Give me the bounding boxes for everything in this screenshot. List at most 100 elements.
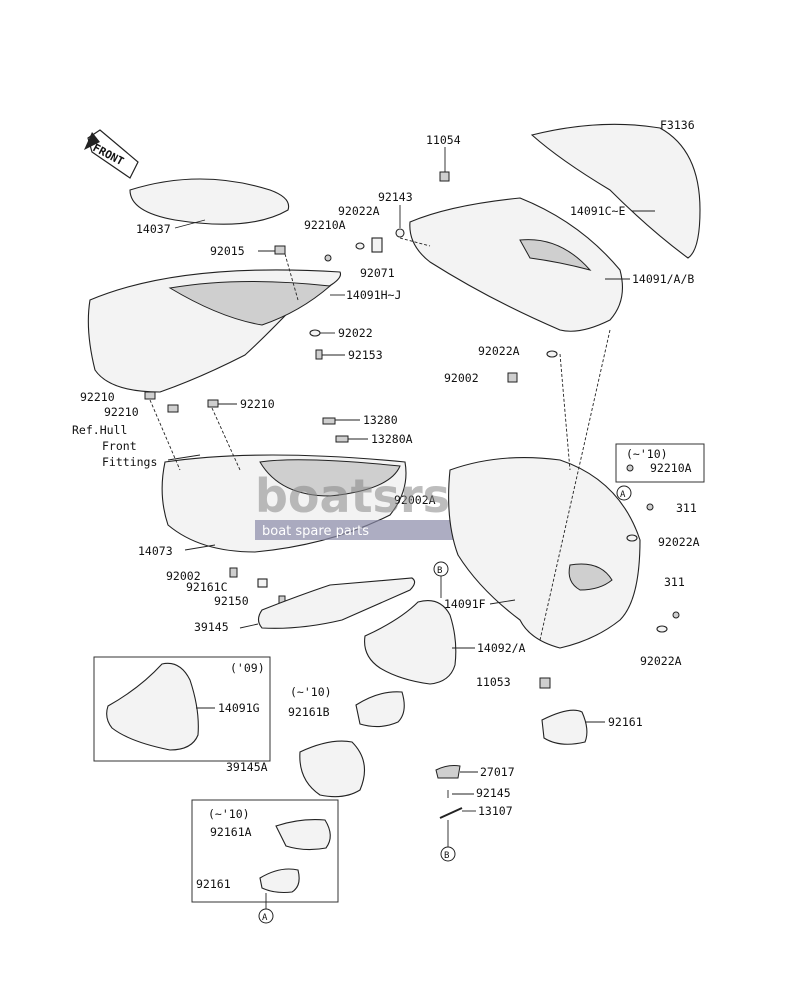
part-92071-shape bbox=[371, 237, 383, 253]
part-92161-shape bbox=[541, 709, 588, 745]
part-14091f-shape bbox=[448, 457, 641, 649]
label-92161: 92161 bbox=[608, 715, 643, 729]
part-92210-a-shape bbox=[144, 391, 156, 400]
label-14091ce: 14091C~E bbox=[570, 204, 625, 218]
part-92143-shape bbox=[395, 228, 405, 238]
part-92022a-mid-shape bbox=[546, 350, 558, 358]
part-311-a-shape bbox=[646, 503, 654, 511]
ref-circle-a-top bbox=[616, 485, 632, 501]
ref-hull-line3: Fittings bbox=[102, 455, 157, 469]
part-92161a-shape bbox=[275, 819, 331, 851]
part-39145-shape bbox=[257, 577, 416, 629]
part-92022a-top-shape bbox=[355, 242, 365, 250]
part-92210a-box-shape bbox=[626, 464, 634, 472]
front-arrow: FRONT bbox=[84, 129, 139, 179]
part-13280-shape bbox=[322, 417, 336, 425]
part-92002-low-shape bbox=[229, 567, 238, 578]
part-92161c-shape bbox=[257, 578, 268, 588]
label-92161a: 92161A bbox=[210, 825, 252, 839]
note-92161b: (~'10) bbox=[290, 685, 332, 699]
part-92210a-top-shape bbox=[324, 254, 332, 262]
label-92015: 92015 bbox=[210, 244, 245, 258]
part-311-b-shape bbox=[672, 611, 680, 619]
part-14091ce-shape bbox=[530, 123, 701, 259]
watermark-tagline: boat spare parts bbox=[262, 524, 369, 539]
part-14037-shape bbox=[129, 178, 290, 225]
part-14091f-port bbox=[568, 563, 613, 591]
label-311-a: 311 bbox=[676, 501, 697, 515]
part-27017-shape bbox=[435, 765, 461, 779]
label-92002-low: 92002 bbox=[166, 569, 201, 583]
part-92161b-shape bbox=[355, 691, 405, 728]
label-14091hj: 14091H~J bbox=[346, 288, 401, 302]
label-14037: 14037 bbox=[136, 222, 171, 236]
label-311-b: 311 bbox=[664, 575, 685, 589]
label-14073: 14073 bbox=[138, 544, 173, 558]
label-92150: 92150 bbox=[214, 594, 249, 608]
label-13280: 13280 bbox=[363, 413, 398, 427]
ref-hull-line1: Ref.Hull bbox=[72, 423, 127, 437]
part-92022a-r1-shape bbox=[626, 534, 638, 542]
label-92022a-top: 92022A bbox=[338, 204, 380, 218]
label-92022a-mid: 92022A bbox=[478, 344, 520, 358]
part-13280a-shape bbox=[335, 435, 349, 443]
part-39145a-shape bbox=[299, 740, 366, 798]
label-92161-low: 92161 bbox=[196, 877, 231, 891]
ref-b-bottom-label: B bbox=[444, 851, 449, 861]
label-92143: 92143 bbox=[378, 190, 413, 204]
watermark-brand: boatsrs bbox=[255, 469, 450, 523]
note-box-09 bbox=[93, 656, 271, 762]
label-11054: 11054 bbox=[426, 133, 461, 147]
label-92161c: 92161C bbox=[186, 580, 228, 594]
label-13107: 13107 bbox=[478, 804, 513, 818]
note-box-10 bbox=[615, 443, 705, 483]
part-11054-shape bbox=[439, 171, 450, 182]
part-92002-shape bbox=[507, 372, 518, 383]
label-14091g: 14091G bbox=[218, 701, 260, 715]
ref-circle-b-bottom bbox=[440, 846, 456, 862]
part-92210-b-shape bbox=[167, 404, 179, 413]
figure-code: F3136 bbox=[660, 118, 695, 132]
ref-a-bottom-label: A bbox=[262, 913, 268, 923]
label-92210a-box: 92210A bbox=[650, 461, 692, 475]
label-14092a: 14092/A bbox=[477, 641, 526, 655]
label-92022a-r2: 92022A bbox=[640, 654, 682, 668]
label-92002a: 92002A bbox=[394, 493, 436, 507]
label-39145a: 39145A bbox=[226, 760, 268, 774]
label-27017: 27017 bbox=[480, 765, 515, 779]
note-box-10-text: (~'10) bbox=[626, 447, 668, 461]
ref-a-top-label: A bbox=[620, 490, 626, 500]
part-92210-c-shape bbox=[207, 399, 219, 408]
part-14092a-shape bbox=[364, 600, 457, 685]
note-box-09-text: ('09) bbox=[230, 661, 265, 675]
label-92153: 92153 bbox=[348, 348, 383, 362]
part-92015-shape bbox=[274, 245, 286, 255]
part-92161-low-shape bbox=[259, 868, 300, 894]
part-92022-shape bbox=[309, 329, 321, 337]
label-92210-c: 92210 bbox=[240, 397, 275, 411]
label-92022a-r1: 92022A bbox=[658, 535, 700, 549]
part-14091hj-inner bbox=[168, 280, 332, 326]
label-92210-b: 92210 bbox=[104, 405, 139, 419]
label-92161b: 92161B bbox=[288, 705, 330, 719]
part-92022a-r2-shape bbox=[656, 625, 668, 633]
label-92071: 92071 bbox=[360, 266, 395, 280]
label-14091f: 14091F bbox=[444, 597, 486, 611]
ref-circle-a-bottom bbox=[258, 908, 274, 924]
part-14091ab-shape bbox=[409, 197, 623, 332]
ref-b-top-label: B bbox=[437, 566, 442, 576]
label-14091ab: 14091/A/B bbox=[632, 272, 694, 286]
part-14091g-shape bbox=[106, 662, 199, 751]
part-11053-shape bbox=[539, 677, 551, 689]
note-92161a: (~'10) bbox=[208, 807, 250, 821]
label-13280a: 13280A bbox=[371, 432, 413, 446]
label-92145: 92145 bbox=[476, 786, 511, 800]
label-92210-a: 92210 bbox=[80, 390, 115, 404]
part-92153-shape bbox=[315, 349, 323, 360]
label-11053: 11053 bbox=[476, 675, 511, 689]
label-39145: 39145 bbox=[194, 620, 229, 634]
label-92210a-top: 92210A bbox=[304, 218, 346, 232]
part-14091ab-vent bbox=[519, 239, 592, 271]
